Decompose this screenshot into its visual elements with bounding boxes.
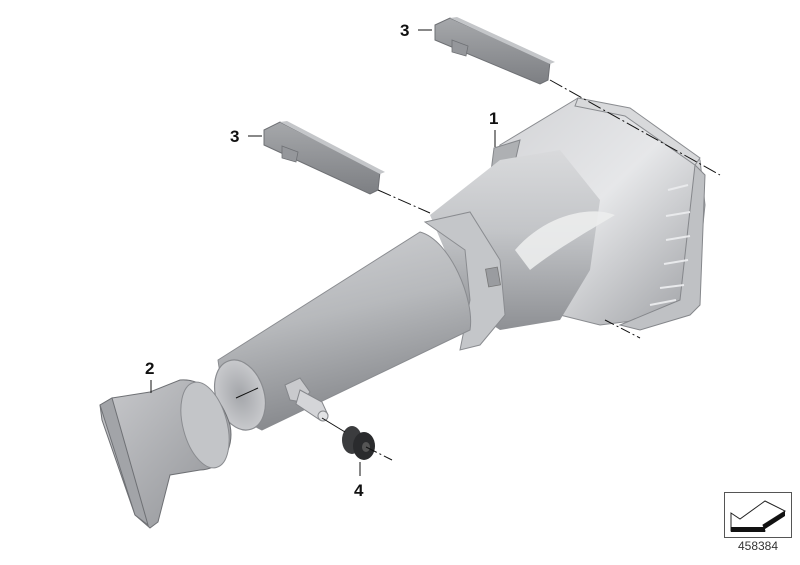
part-2-intake-funnel[interactable] — [99, 377, 238, 529]
arrow-icon — [730, 500, 787, 532]
callout-3-lower[interactable]: 3 — [230, 127, 240, 146]
orientation-box — [724, 492, 792, 538]
diagram-reference-number: 458384 — [737, 539, 779, 553]
callout-4[interactable]: 4 — [354, 481, 364, 500]
part-1-intake-duct-housing[interactable] — [206, 97, 706, 437]
callout-3-upper[interactable]: 3 — [400, 21, 410, 40]
callout-2[interactable]: 2 — [145, 359, 155, 378]
callout-1[interactable]: 1 — [489, 109, 499, 128]
part-3-bracket-upper[interactable] — [434, 17, 555, 85]
part-4-rubber-grommet[interactable] — [342, 426, 375, 460]
leader-lines — [150, 29, 721, 476]
part-3-bracket-lower[interactable] — [263, 121, 385, 195]
